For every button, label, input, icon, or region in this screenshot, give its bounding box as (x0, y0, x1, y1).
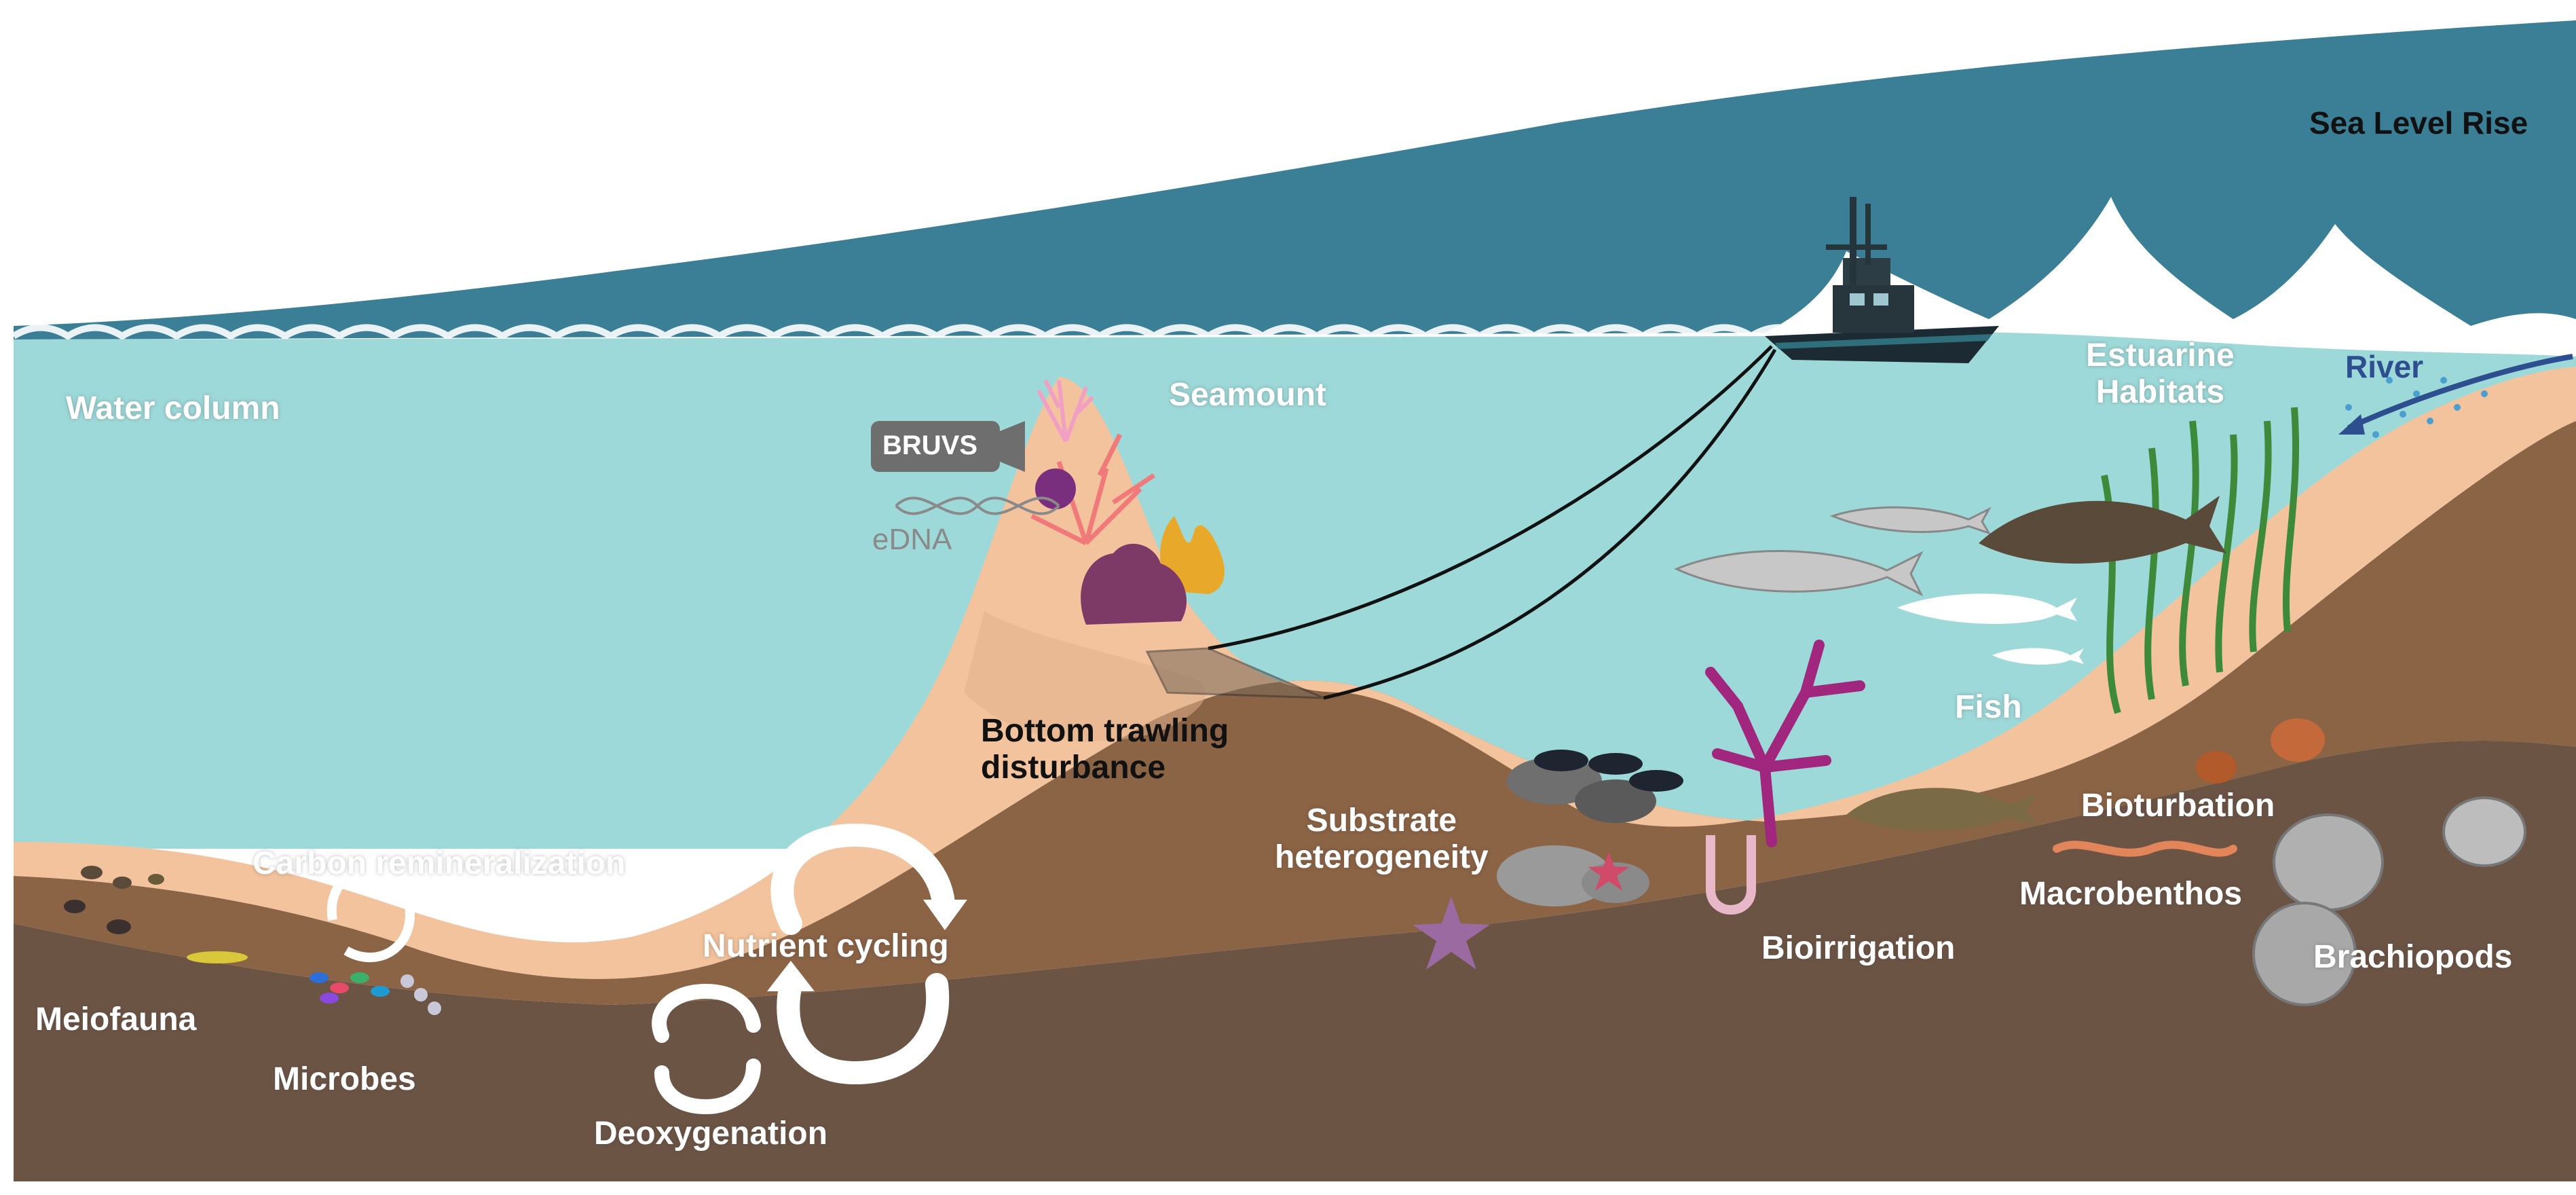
carbon-remineralization-cycle-icon (326, 864, 415, 962)
pink-fan-coral (1037, 379, 1095, 443)
trawl-line-upper (1208, 345, 1773, 650)
label-bottom-trawling-line1: Bottom trawling (981, 713, 1229, 749)
label-fish: Fish (1955, 689, 2022, 725)
label-bottom-trawling-line2: disturbance (981, 749, 1166, 786)
label-substrate-line1: Substrate (1306, 803, 1457, 839)
deep-sediment (14, 741, 2576, 1181)
boat-mast (1850, 197, 1856, 285)
fish-silver-small (1829, 506, 1992, 535)
fish-white-small (1992, 648, 2084, 665)
seamount-shadow (964, 611, 1206, 741)
flatfish (1846, 788, 2036, 831)
label-microbes: Microbes (273, 1061, 416, 1097)
microbes-cluster (310, 972, 441, 1015)
brachiopods (2252, 796, 2526, 1006)
seamount-corals (1030, 379, 1225, 625)
fish-cod (1979, 496, 2226, 564)
nutrient-arrowhead-bottom (767, 961, 815, 991)
label-bioirrigation: Bioirrigation (1761, 930, 1956, 966)
label-macrobenthos: Macrobenthos (2019, 876, 2243, 912)
label-bruvs: BRUVS (882, 430, 978, 460)
label-substrate-heterogeneity: Substrate heterogeneity (1275, 803, 1489, 876)
wave-crests (12, 324, 1808, 340)
purple-sea-fan (1705, 640, 1865, 847)
fish-silver-large (1674, 550, 1924, 597)
label-meiofauna: Meiofauna (35, 1001, 197, 1037)
boat-window-2 (1873, 293, 1888, 306)
trawl-line-lower (1323, 348, 1777, 700)
label-estuarine-line2: Habitats (2095, 373, 2225, 410)
label-deoxygenation: Deoxygenation (594, 1116, 828, 1152)
rocks (1497, 757, 1656, 906)
label-carbon-remineralization: Carbon remineralization (253, 845, 626, 881)
deoxygenation-cycle-icon (652, 983, 761, 1115)
label-nutrient-cycling: Nutrient cycling (703, 928, 949, 964)
nutrient-cycling-arrows-icon (770, 823, 955, 1085)
sea-surface-band (14, 20, 2576, 339)
water-column (14, 331, 2576, 849)
river-spray (2345, 377, 2488, 438)
dna-helix-icon (895, 496, 1060, 515)
label-river: River (2345, 349, 2424, 384)
boat-window-1 (1850, 293, 1865, 306)
nutrient-arrowhead-top (923, 900, 967, 930)
boat-mast-2 (1865, 204, 1871, 265)
label-sea-level-rise: Sea Level Rise (2309, 105, 2528, 141)
label-edna: eDNA (872, 523, 952, 556)
mussels (1534, 750, 1683, 792)
fish-white-silhouette (1897, 593, 2077, 624)
label-estuarine-habitats: Estuarine Habitats (2086, 337, 2235, 411)
trawl-net (1145, 647, 1324, 699)
worms (2053, 841, 2237, 857)
boat-mast-crossbar (1826, 244, 1887, 250)
clam-shells (2196, 718, 2325, 784)
label-bottom-trawling: Bottom trawling disturbance (981, 713, 1229, 786)
label-brachiopods: Brachiopods (2313, 939, 2513, 975)
bruvs-camera-icon (871, 421, 1025, 472)
meiofauna-critters (64, 866, 248, 963)
purple-coral (1081, 543, 1187, 625)
label-substrate-line2: heterogeneity (1275, 839, 1489, 875)
starfish-large (1413, 896, 1490, 970)
fish-group (1674, 496, 2226, 831)
fishing-boat (1765, 197, 1999, 363)
upper-sediment (14, 421, 2576, 1005)
boat-cabin (1833, 285, 1914, 333)
label-seamount: Seamount (1169, 377, 1327, 413)
boat-hull-stripe (1775, 334, 1992, 349)
u-burrow (1706, 835, 1756, 915)
label-estuarine-line1: Estuarine (2086, 337, 2235, 373)
label-water-column: Water column (66, 390, 280, 426)
river-arrow-icon (2338, 354, 2573, 435)
label-bioturbation: Bioturbation (2081, 788, 2275, 824)
starfish-small (1588, 852, 1629, 891)
